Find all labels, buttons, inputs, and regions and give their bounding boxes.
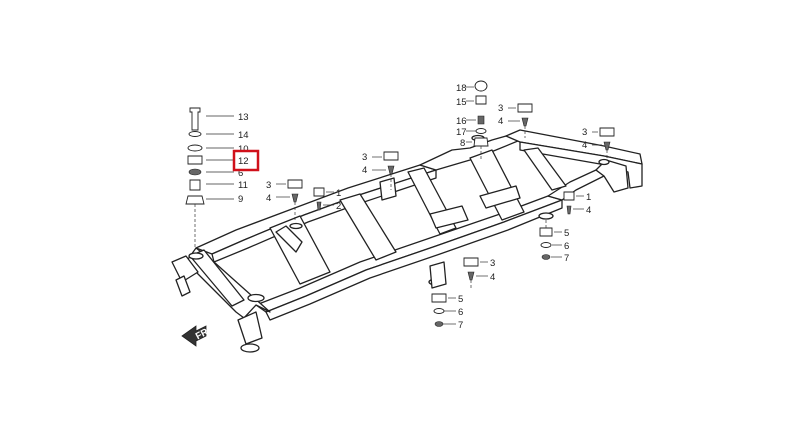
callout-2-upper: 2 [336,201,341,212]
callout-16: 16 [456,116,467,127]
spacer-11 [189,179,201,191]
callout-17: 17 [456,127,467,138]
right-mid-parts: 1 4 [563,191,591,216]
callout-3-topright-b: 3 [582,127,587,138]
top-right-a-parts: 3 4 [498,103,533,138]
callout-1-rightmid: 1 [586,192,591,203]
callout-7-centerlow: 7 [458,320,463,331]
right-lower-parts: 5 6 7 [539,220,569,264]
callout-14: 14 [238,130,249,141]
washer-14 [188,131,202,137]
callout-13: 13 [238,112,249,123]
callout-9: 9 [238,194,243,205]
upper-center-parts: 1 2 [313,187,341,212]
center-low-a-parts: 3 4 [463,257,495,290]
callout-10: 10 [238,144,249,155]
callout-3-topright-a: 3 [498,103,503,114]
center-mid-parts: 3 4 [362,151,399,190]
direction-label: FR [194,327,210,343]
callout-8: 8 [460,138,465,149]
bolt-13 [189,107,201,131]
cushion-12 [187,155,203,165]
left-mid-parts: 3 4 [266,179,303,222]
callout-4-leftmid: 4 [266,193,271,204]
callout-4-centermid: 4 [362,165,367,176]
callout-18: 18 [456,83,467,94]
top-parts-stack: 18 15 16 17 8 [456,80,489,160]
callout-15: 15 [456,97,467,108]
callout-4-rightmid: 4 [586,205,591,216]
callout-7-rightlower: 7 [564,253,569,264]
front-direction-indicator: FR [181,325,210,347]
chassis-frame [171,129,643,353]
callout-4-topright-a: 4 [498,116,503,127]
callout-3-leftmid: 3 [266,180,271,191]
callout-11: 11 [238,180,248,191]
callout-1-upper: 1 [336,188,341,199]
callout-3-centermid: 3 [362,152,367,163]
callout-4-centerlow: 4 [490,272,495,283]
callout-4-topright-b: 4 [582,140,587,151]
cushion-10 [187,144,203,152]
highlight-box [232,149,260,172]
center-low-b-parts: 5 6 7 [431,293,463,331]
callout-3-centerlow: 3 [490,258,495,269]
left-parts-stack: 13 14 10 12 6 11 9 [185,107,260,248]
callout-6: 6 [238,168,243,179]
callout-5-centerlow: 5 [458,294,463,305]
mount-9 [185,195,205,205]
top-right-b-parts: 3 4 [582,127,615,160]
arrow-icon [181,325,207,347]
part-6 [188,168,202,176]
callout-6-centerlow: 6 [458,307,463,318]
callout-6-rightlower: 6 [564,241,569,252]
callout-5-rightlower: 5 [564,228,569,239]
callout-12: 12 [238,156,249,167]
